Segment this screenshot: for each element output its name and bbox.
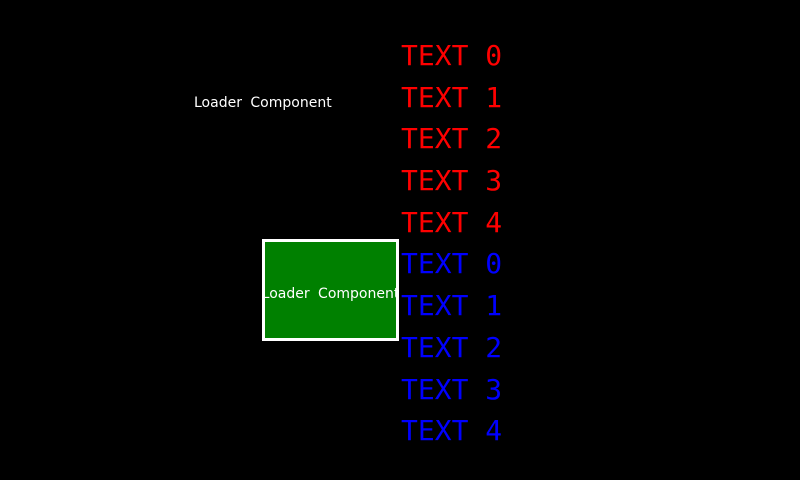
loader-component-box-label: Loader Component — [262, 285, 399, 302]
text-label-blue-0: TEXT 0 — [401, 247, 503, 281]
text-label-red-1: TEXT 1 — [401, 80, 503, 114]
text-label-blue-1: TEXT 1 — [401, 289, 503, 323]
text-label-blue-2: TEXT 2 — [401, 330, 503, 364]
text-label-blue-4: TEXT 4 — [401, 414, 503, 448]
text-label-red-2: TEXT 2 — [401, 122, 503, 156]
text-label-list: TEXT 0 TEXT 1 TEXT 2 TEXT 3 TEXT 4 TEXT … — [401, 35, 502, 452]
text-label-red-0: TEXT 0 — [401, 39, 503, 72]
text-label-red-3: TEXT 3 — [401, 164, 503, 198]
text-label-red-4: TEXT 4 — [401, 205, 503, 239]
loader-component-box: Loader Component — [262, 239, 399, 341]
loader-component-label: Loader Component — [194, 95, 332, 111]
text-label-blue-3: TEXT 3 — [401, 372, 503, 406]
